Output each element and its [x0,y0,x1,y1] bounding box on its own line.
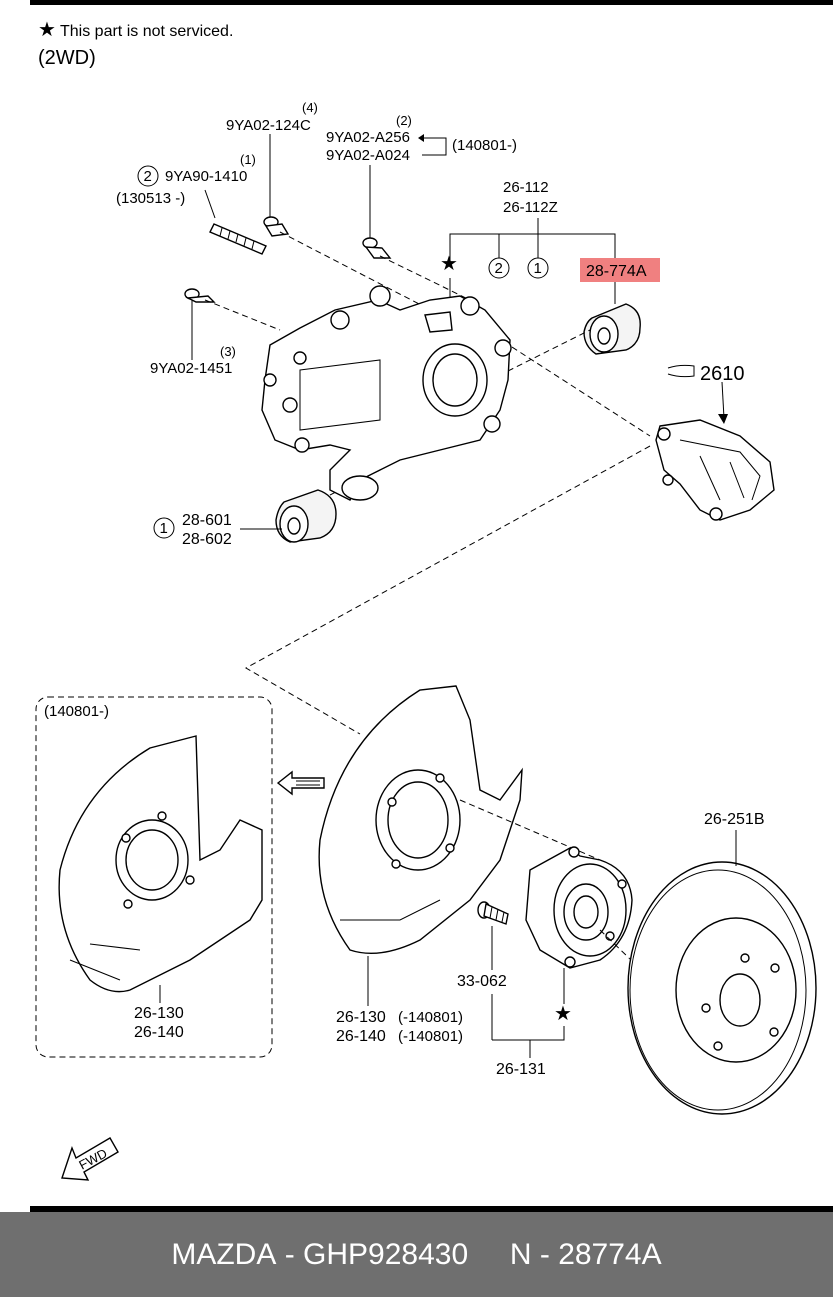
knuckle-label-b: 26-112Z [503,199,558,216]
bush-circle-num: 1 [160,520,168,537]
alt-shield-frame [35,696,273,1058]
bolt-1410-circle-num: 2 [144,168,152,185]
hub-star-icon: ★ [554,1003,572,1025]
shield-left-label-b: 26-140 [134,1024,184,1041]
variant-label: (2WD) [38,47,96,69]
footer-ref: 28774A [558,1237,662,1271]
bolt-1410-circle [137,165,159,187]
knuckle-icon [261,285,512,501]
footer-part-number: GHP928430 [303,1237,469,1271]
bracket-arrow-icon [418,134,424,142]
shield-label-a-date: (-140801) [398,1009,463,1026]
knuckle-circle-1-num: 1 [534,260,542,277]
brake-disc-icon [627,861,817,1115]
bolt-1451-qty: (3) [220,344,236,359]
footer-sep1: - [276,1237,304,1271]
footer-ref-prefix: N [509,1237,532,1271]
highlight-box [580,258,660,282]
forward-arrow-icon [61,1137,119,1181]
footer-gap [468,1238,510,1272]
wheel-stud-icon [477,901,509,925]
shield-label-b: 26-140 [336,1028,386,1045]
alt-shield-date: (140801-) [44,703,109,720]
knuckle-star-icon: ★ [440,253,458,275]
note-star-icon: ★ [38,19,56,41]
caliper-ref-arrow-icon [667,364,695,378]
bushing-upper-icon[interactable] [583,303,641,355]
bolt-1410-date: (130513 -) [116,190,185,207]
bolt-a024-label: 9YA02-A024 [326,147,410,164]
disc-label: 26-251B [704,811,765,828]
bolt-124c-label: 9YA02-124C [226,117,311,134]
stud-label: 33-062 [457,973,507,990]
knuckle-label-a: 26-112 [503,179,549,196]
bolt-1410-qty: (1) [240,152,256,167]
knuckle-bracket [449,233,616,262]
bolt-a256-icon [362,237,392,259]
dust-shield-alt-icon [58,735,263,993]
knuckle-circle-1 [527,257,549,279]
top-border [30,0,833,5]
bush-circle [153,517,175,539]
alternative-arrow-icon [276,770,325,796]
bolt-1410-label: 9YA90-1410 [165,168,247,185]
bolt-a256-qty: (2) [396,113,412,128]
shield-left-label-a: 26-130 [134,1005,184,1022]
bolt-1451-label: 9YA02-1451 [150,360,232,377]
caliper-label: 2610 [700,363,745,385]
hub-label: 26-131 [496,1061,546,1078]
knuckle-circle-2 [488,257,510,279]
bushing-lower-icon [275,489,337,543]
bolt-1410-leader [204,189,216,219]
bolt-1451-icon [184,288,216,303]
bolt-124c-qty: (4) [302,100,318,115]
footer-brand: MAZDA [171,1237,277,1271]
caliper-icon [655,419,775,521]
bottom-border [30,1206,833,1212]
bolt-1410-icon [209,223,267,255]
footer-bar: MAZDA - GHP928430 N - 28774A [0,1212,833,1297]
bolt-a-bracket [422,137,447,156]
shield-label-b-date: (-140801) [398,1028,463,1045]
bolt-124c-icon [263,216,290,237]
fwd-label: FWD [76,1146,109,1173]
service-note: This part is not serviced. [60,23,233,40]
highlight-part-label[interactable]: 28-774A [586,263,647,280]
bush-label-b: 28-602 [182,531,232,548]
footer-sep2: - [531,1237,559,1271]
bush-label-a: 28-601 [182,512,232,529]
wheel-hub-icon [525,846,633,969]
knuckle-circle-2-num: 2 [495,260,503,277]
shield-label-a: 26-130 [336,1009,386,1026]
bolt-a256-label: 9YA02-A256 [326,129,410,146]
dust-shield-icon [318,685,523,955]
bolt-a-date: (140801-) [452,137,517,154]
